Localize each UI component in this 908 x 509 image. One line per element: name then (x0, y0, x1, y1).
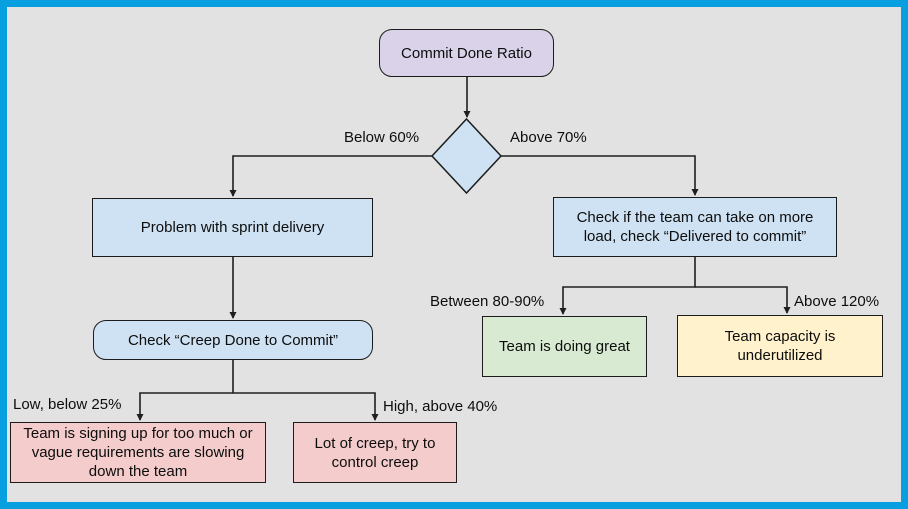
node-problem-with-sprint-delivery: Problem with sprint delivery (92, 198, 373, 257)
node-lot-of-creep: Lot of creep, try to control creep (293, 422, 457, 483)
node-label: Problem with sprint delivery (140, 219, 325, 236)
node-label: Lot of creep, try to control creep (314, 434, 436, 471)
connector-check-creep-to-creep-control (233, 392, 379, 421)
node-team-doing-great: Team is doing great (482, 316, 647, 377)
edge-label-below-60: Below 60% (344, 129, 420, 146)
edge-label-high-above-40: High, above 40% (383, 398, 498, 415)
edge-label-above-70: Above 70% (510, 129, 587, 146)
edge-label-between-80-90: Between 80-90% (430, 293, 545, 310)
connector-decision-to-check-load (501, 155, 699, 196)
node-label: Team is doing great (499, 338, 630, 355)
node-label: Team capacity is underutilized (724, 328, 836, 364)
node-label: Check if the team can take on more load,… (576, 209, 814, 245)
connector-decision-to-sprint-problem (229, 155, 432, 197)
node-team-signing-up-too-much: Team is signing up for too much or vague… (10, 422, 266, 483)
node-check-creep-done-to-commit: Check “Creep Done to Commit” (93, 320, 373, 360)
connector-check-creep-to-too-much (136, 360, 234, 421)
node-check-team-load: Check if the team can take on more load,… (553, 197, 837, 257)
connector-check-load-to-underutilized (695, 286, 791, 314)
node-label: Team is signing up for too much or vague… (23, 425, 253, 480)
node-team-capacity-underutilized: Team capacity is underutilized (677, 315, 883, 377)
node-label: Check “Creep Done to Commit” (127, 331, 339, 349)
edge-label-above-120: Above 120% (794, 293, 880, 310)
edge-label-low-below-25: Low, below 25% (13, 396, 122, 413)
connector-check-load-to-doing-great (559, 257, 696, 315)
start-node-commit-done-ratio: Commit Done Ratio (379, 29, 554, 77)
start-node-label: Commit Done Ratio (401, 44, 532, 62)
